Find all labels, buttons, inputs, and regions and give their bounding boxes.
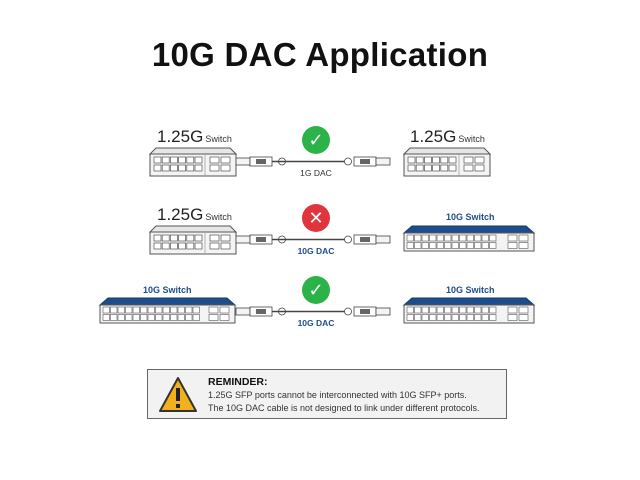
check-icon: ✓ (302, 276, 330, 304)
left-switch-10g (98, 297, 237, 324)
left-switch-label: 10G Switch (143, 285, 192, 295)
warning-icon (159, 377, 197, 412)
check-icon: ✓ (302, 126, 330, 154)
cable-label: 10G DAC (297, 246, 335, 256)
dac-cable (235, 306, 391, 317)
cable-label: 1G DAC (300, 168, 332, 178)
right-switch-label: 10G Switch (446, 285, 495, 295)
reminder-box: REMINDER: 1.25G SFP ports cannot be inte… (147, 369, 507, 419)
cross-icon: ✕ (302, 204, 330, 232)
dac-cable (235, 234, 391, 245)
right-switch-1g (402, 147, 492, 177)
reminder-line-1: 1.25G SFP ports cannot be interconnected… (208, 390, 467, 400)
dac-cable (235, 156, 391, 167)
reminder-heading: REMINDER: (208, 376, 268, 388)
right-switch-10g (402, 297, 536, 324)
reminder-line-2: The 10G DAC cable is not designed to lin… (208, 403, 480, 413)
left-switch-1g (148, 147, 238, 177)
right-switch-10g (402, 225, 536, 252)
page-title: 10G DAC Application (151, 36, 489, 73)
left-switch-1g (148, 225, 238, 255)
right-switch-label: 10G Switch (446, 212, 495, 222)
cable-label: 10G DAC (297, 318, 335, 328)
